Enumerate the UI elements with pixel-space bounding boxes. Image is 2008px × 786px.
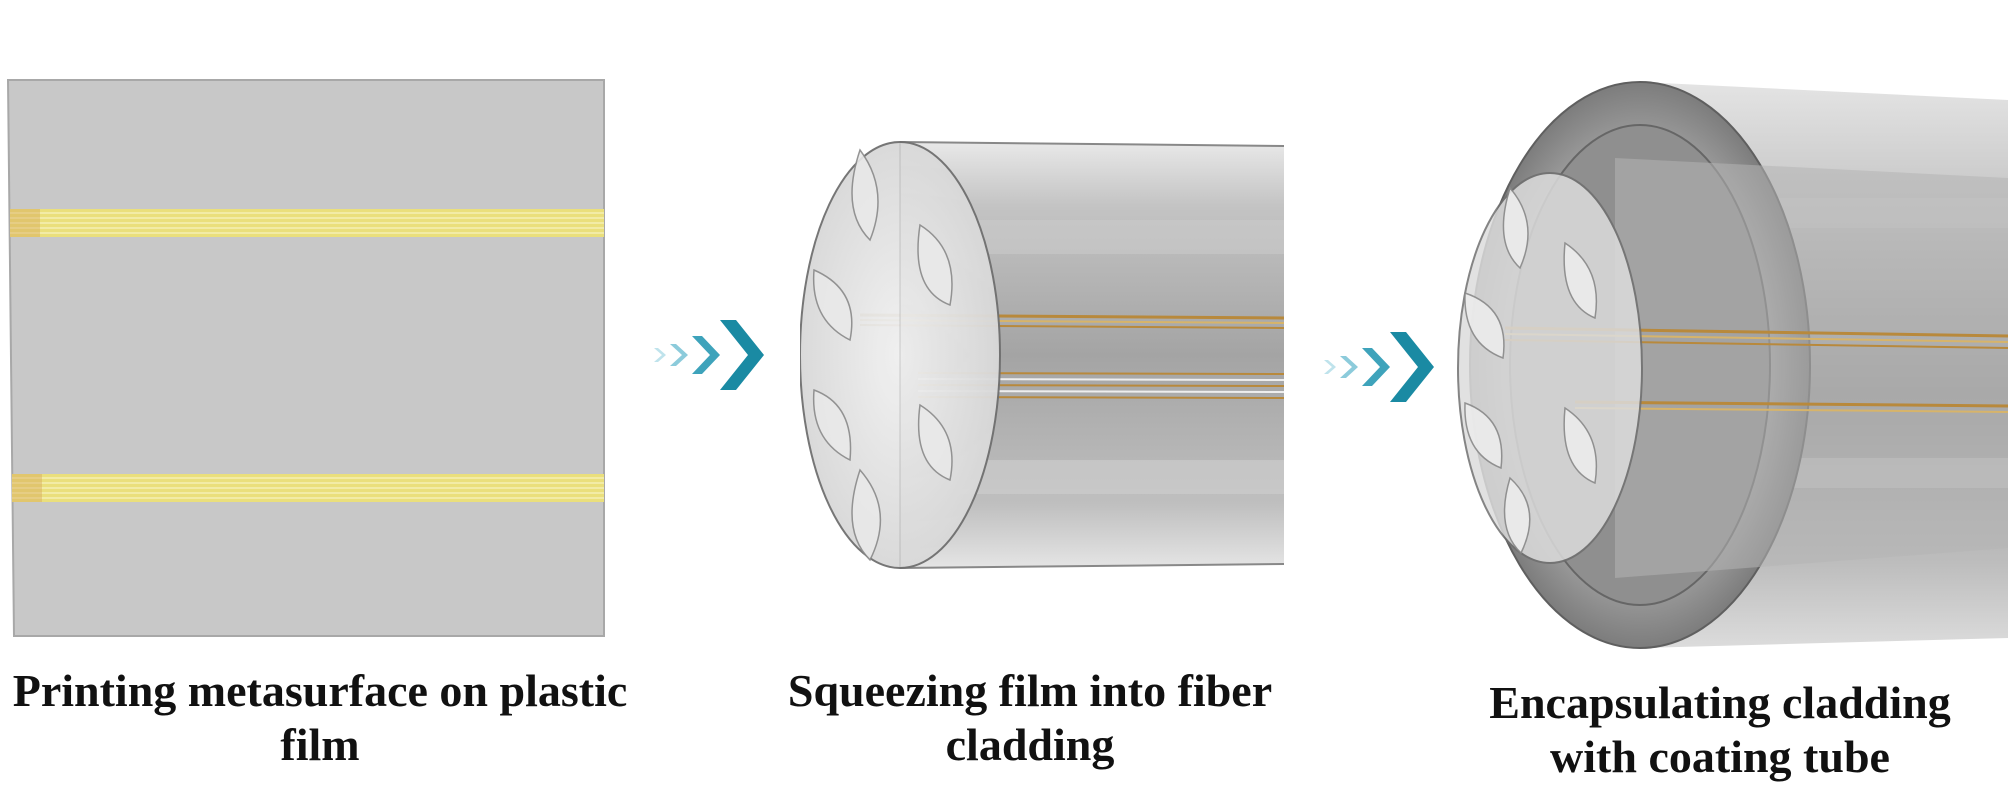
step-1-caption-line1: Printing metasurface on plastic [12,665,628,716]
cladding-air-holes [812,148,953,562]
chevron-arrow-icon [650,310,780,400]
metasurface-stripe-top [10,209,604,237]
step-1-caption-line2: film [280,719,360,770]
step-2-caption-line1: Squeezing film into fiber [787,665,1273,716]
cladding-end-face [1457,172,1643,564]
step-3-caption-line1: Encapsulating cladding [1489,677,1951,728]
plastic-film-illustration [6,79,605,637]
step-1-caption: Printing metasurface on plastic film [0,664,640,772]
step-2-caption-line2: cladding [945,719,1115,770]
cladding-air-holes [1464,186,1598,555]
coated-fiber-illustration [1457,81,2008,649]
metasurface-stripe-bottom [12,474,604,502]
step-3-caption: Encapsulating cladding with coating tube [1440,676,2000,784]
cladding-panel [800,130,1290,580]
fiber-cladding-illustration [800,141,1285,569]
chevron-arrow-icon [1320,322,1450,412]
film-panel [0,0,640,650]
step-2-caption: Squeezing film into fiber cladding [760,664,1300,772]
step-3-caption-line2: with coating tube [1550,731,1890,782]
coating-panel [1455,78,2008,658]
plastic-film [6,79,605,637]
